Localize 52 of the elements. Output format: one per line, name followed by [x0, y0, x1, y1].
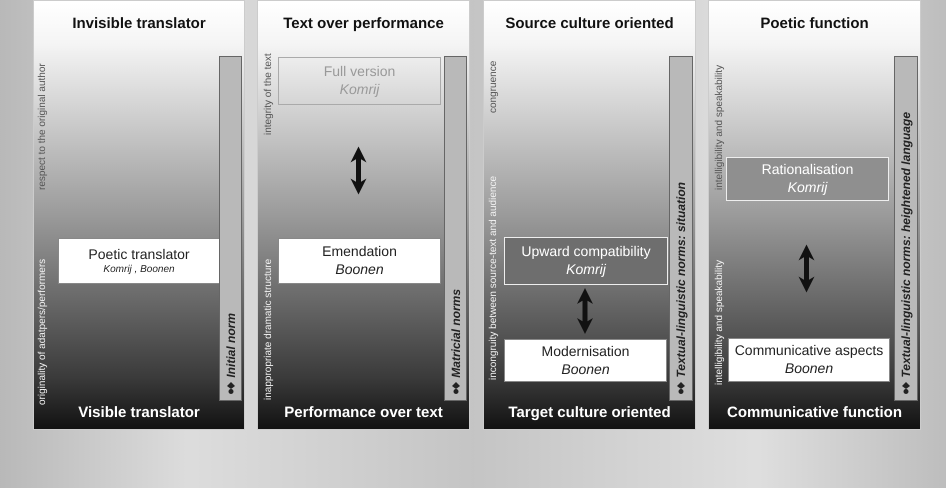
text-box: [728, 338, 890, 382]
text-box: [278, 238, 441, 284]
text-box: [504, 339, 667, 382]
panel-footer: Target culture oriented: [484, 404, 695, 421]
author-name: Boonen: [560, 360, 611, 378]
norm-bar: [219, 56, 242, 401]
axis-note: intelligibility and speakability: [714, 64, 725, 190]
author-name: Boonen: [784, 359, 834, 378]
author-name: Komrij: [786, 178, 829, 197]
norm-label: Textual-linguistic norms: heightened language: [899, 112, 913, 378]
panel-footer: Communicative function: [709, 404, 920, 421]
axis-note: inappropriate dramatic structure: [263, 258, 274, 400]
author-name: Komrij , Boonen: [102, 263, 176, 276]
panel-footer: Visible translator: [34, 404, 244, 421]
box-title: Upward compatibility: [520, 243, 652, 260]
panel: [257, 0, 470, 430]
norm-label: Initial norm: [224, 313, 238, 378]
panel-heading: Invisible translator: [71, 15, 207, 32]
box-title: Modernisation: [540, 342, 630, 360]
box-title: Full version: [322, 63, 396, 80]
axis-note: incongruity between source-text and audience: [488, 174, 499, 380]
author-name: Komrij: [565, 260, 608, 279]
author-name: Komrij: [338, 80, 381, 99]
author-name: Boonen: [334, 260, 385, 279]
axis-note: integrity of the text: [263, 55, 274, 135]
panel: [708, 0, 921, 430]
panel: [483, 0, 696, 430]
panel: [33, 0, 245, 430]
double-arrow: [577, 288, 593, 334]
box-title: Poetic translator: [87, 246, 191, 263]
norm-bar: [894, 56, 918, 401]
text-box: [58, 238, 220, 284]
box-title: Rationalisation: [760, 161, 854, 178]
norm-bar: [444, 56, 467, 401]
text-box: [504, 237, 668, 285]
norm-label: Textual-linguistic norms: situation: [674, 182, 688, 378]
axis-note: intelligibility and speakability: [714, 258, 725, 385]
panel-heading: Source culture oriented: [504, 15, 675, 32]
double-arrow: [350, 146, 366, 194]
panel-heading: Poetic function: [759, 15, 870, 32]
norm-bar: [669, 56, 693, 401]
box-title: Communicative aspects: [734, 342, 884, 359]
box-title: Emendation: [321, 243, 398, 260]
axis-note: respect to the original author: [37, 62, 48, 190]
text-box: [278, 57, 441, 105]
axis-note: congruence: [488, 60, 499, 113]
double-arrow: [798, 244, 814, 292]
text-box: [726, 157, 889, 201]
panel-heading: Text over performance: [282, 15, 445, 32]
panel-footer: Performance over text: [258, 404, 469, 421]
axis-note: originality of adatpers/performers: [37, 258, 48, 405]
norm-label: Matricial norms: [448, 289, 462, 378]
